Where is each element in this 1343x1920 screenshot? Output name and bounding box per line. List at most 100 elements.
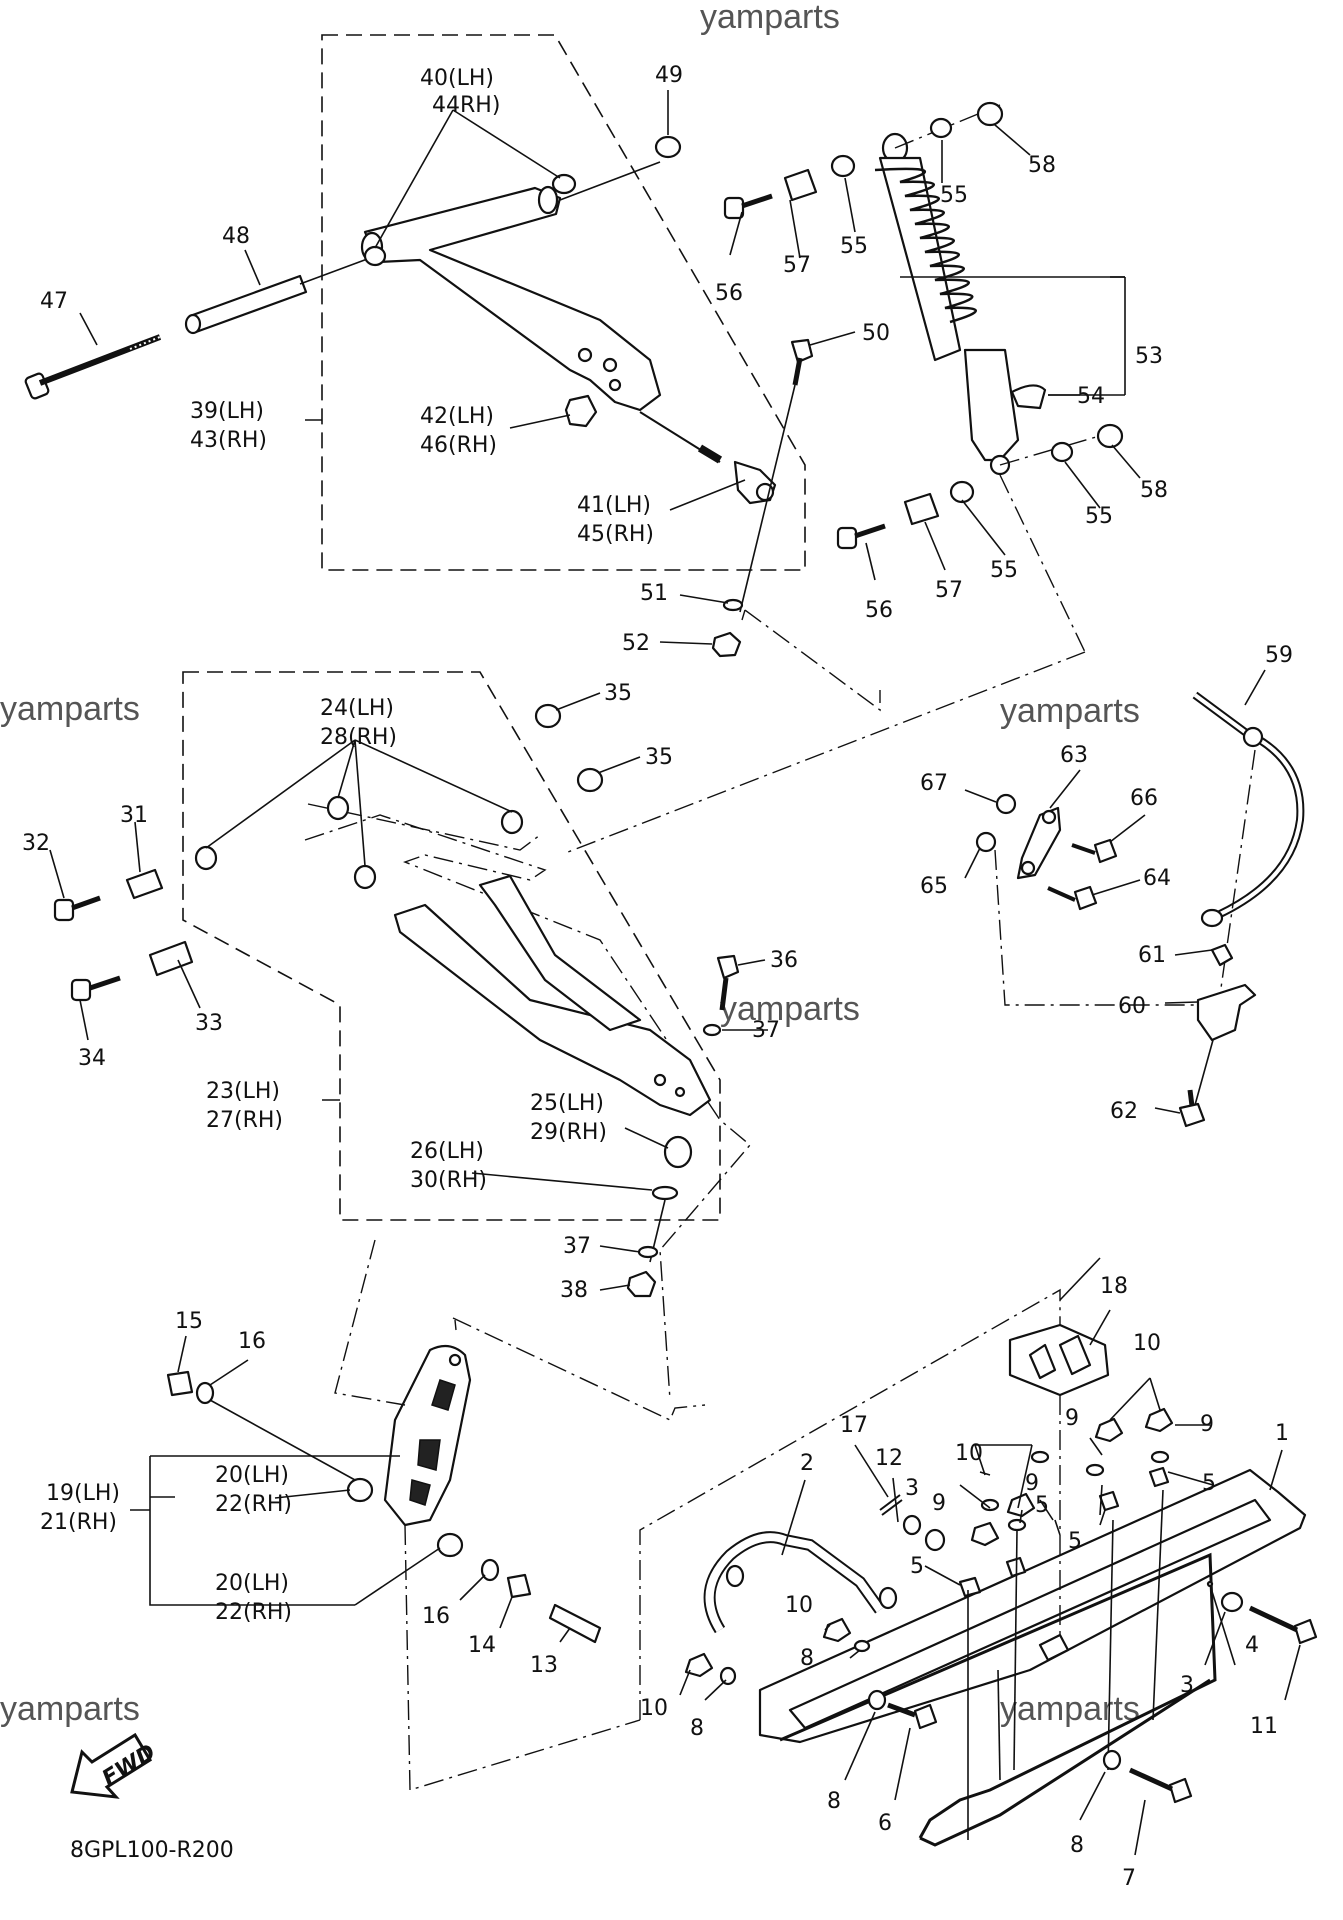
chain-line	[334, 1239, 406, 1406]
callout: 24(LH)	[320, 696, 394, 721]
chain-line	[1214, 749, 1256, 1031]
diagram-code: 8GPL100-R200	[70, 1838, 234, 1863]
steering-knuckle-19	[383, 1344, 472, 1527]
callout: 14	[468, 1633, 496, 1658]
callout: 8	[690, 1716, 704, 1741]
bolt-47	[24, 334, 162, 400]
callout: 55	[940, 183, 968, 208]
ski-cushion-18	[1008, 1323, 1110, 1397]
washer-16a	[195, 1381, 215, 1405]
bolt-50	[790, 338, 814, 386]
chain-line	[999, 474, 1086, 653]
bolt-36	[716, 954, 740, 1011]
bushing-14	[506, 1573, 532, 1599]
callout: 8	[827, 1789, 841, 1814]
cotter-pin-17	[879, 1494, 903, 1516]
callout: 60	[1118, 994, 1146, 1019]
bushing-24d	[353, 864, 377, 890]
nut-42	[564, 394, 598, 428]
ski-fasteners	[684, 1407, 1174, 1686]
callout: 8	[1070, 1833, 1084, 1858]
callout: 56	[715, 281, 743, 306]
ball-joint-25	[663, 1135, 693, 1169]
callout: 42(LH)	[420, 404, 494, 429]
callout: 58	[1028, 153, 1056, 178]
callout: 5	[1035, 1493, 1049, 1518]
bushing-20b	[436, 1532, 464, 1558]
ski-1	[758, 1468, 1307, 1744]
callout: 36	[770, 948, 798, 973]
callout: 9	[932, 1491, 946, 1516]
callout: 55	[990, 558, 1018, 583]
watermark: yamparts	[1000, 1690, 1140, 1728]
washer-8d	[1102, 1749, 1122, 1771]
cap-54	[1010, 384, 1047, 410]
shock-upper-hardware	[723, 101, 1004, 220]
callout: 67	[920, 771, 948, 796]
callout: 10	[955, 1441, 983, 1466]
washer-37b	[637, 1245, 659, 1259]
fwd-arrow-icon: FWD	[70, 1732, 160, 1799]
callout: 32	[22, 831, 50, 856]
nut-49	[654, 135, 682, 159]
callout: 31	[120, 803, 148, 828]
shock-lower-hardware	[836, 423, 1124, 550]
callout: 10	[1133, 1331, 1161, 1356]
washer-8b	[867, 1689, 887, 1711]
watermark: yamparts	[1000, 692, 1140, 730]
holder-61	[1210, 943, 1234, 967]
callout: 51	[640, 581, 668, 606]
callout: 39(LH)	[190, 399, 264, 424]
watermark: yamparts	[720, 990, 860, 1028]
upper-a-arm	[360, 185, 662, 412]
link-rod-63	[1016, 806, 1062, 880]
callout: 10	[640, 1696, 668, 1721]
callout: 38	[560, 1278, 588, 1303]
callout: 27(RH)	[206, 1108, 283, 1133]
chain-line	[994, 849, 1225, 1006]
watermark: yamparts	[0, 1690, 140, 1728]
chain-line	[404, 1524, 641, 1791]
collar-33	[148, 940, 194, 977]
nut-35a	[534, 703, 562, 729]
chain-line	[567, 651, 1086, 853]
chain-line	[894, 104, 1001, 149]
watermark: yamparts	[700, 0, 840, 36]
callout: 41(LH)	[577, 493, 651, 518]
lower-a-arm	[393, 874, 712, 1117]
callout: 18	[1100, 1274, 1128, 1299]
lower-arm-group-outline	[182, 671, 721, 1221]
chain-line	[307, 803, 541, 851]
bolt-6	[913, 1703, 938, 1730]
callout: 23(LH)	[206, 1079, 280, 1104]
callout: 46(RH)	[420, 433, 497, 458]
callout: 61	[1138, 943, 1166, 968]
bolt-32	[53, 898, 75, 922]
callout: 20(LH)	[215, 1463, 289, 1488]
upper-arm-group-outline	[321, 34, 806, 571]
washer-37a	[702, 1023, 722, 1037]
callout: 33	[195, 1011, 223, 1036]
callout: 54	[1077, 384, 1105, 409]
callout: 10	[785, 1593, 813, 1618]
callout: 55	[1085, 504, 1113, 529]
callout: 22(RH)	[215, 1492, 292, 1517]
callout: 5	[1202, 1471, 1216, 1496]
callout: 45(RH)	[577, 522, 654, 547]
chain-line	[304, 814, 751, 1401]
nut-38	[626, 1270, 657, 1298]
callout: 48	[222, 224, 250, 249]
bushing-15	[166, 1370, 194, 1397]
callout: 13	[530, 1653, 558, 1678]
nut-65	[975, 831, 997, 853]
callout: 47	[40, 289, 68, 314]
callout: 7	[1122, 1866, 1136, 1891]
callout: 66	[1130, 786, 1158, 811]
nut-67	[995, 793, 1017, 815]
chain-line	[741, 609, 881, 712]
bolt-34	[70, 978, 92, 1002]
leader-lines	[49, 90, 1301, 1856]
washer-51	[722, 598, 744, 612]
